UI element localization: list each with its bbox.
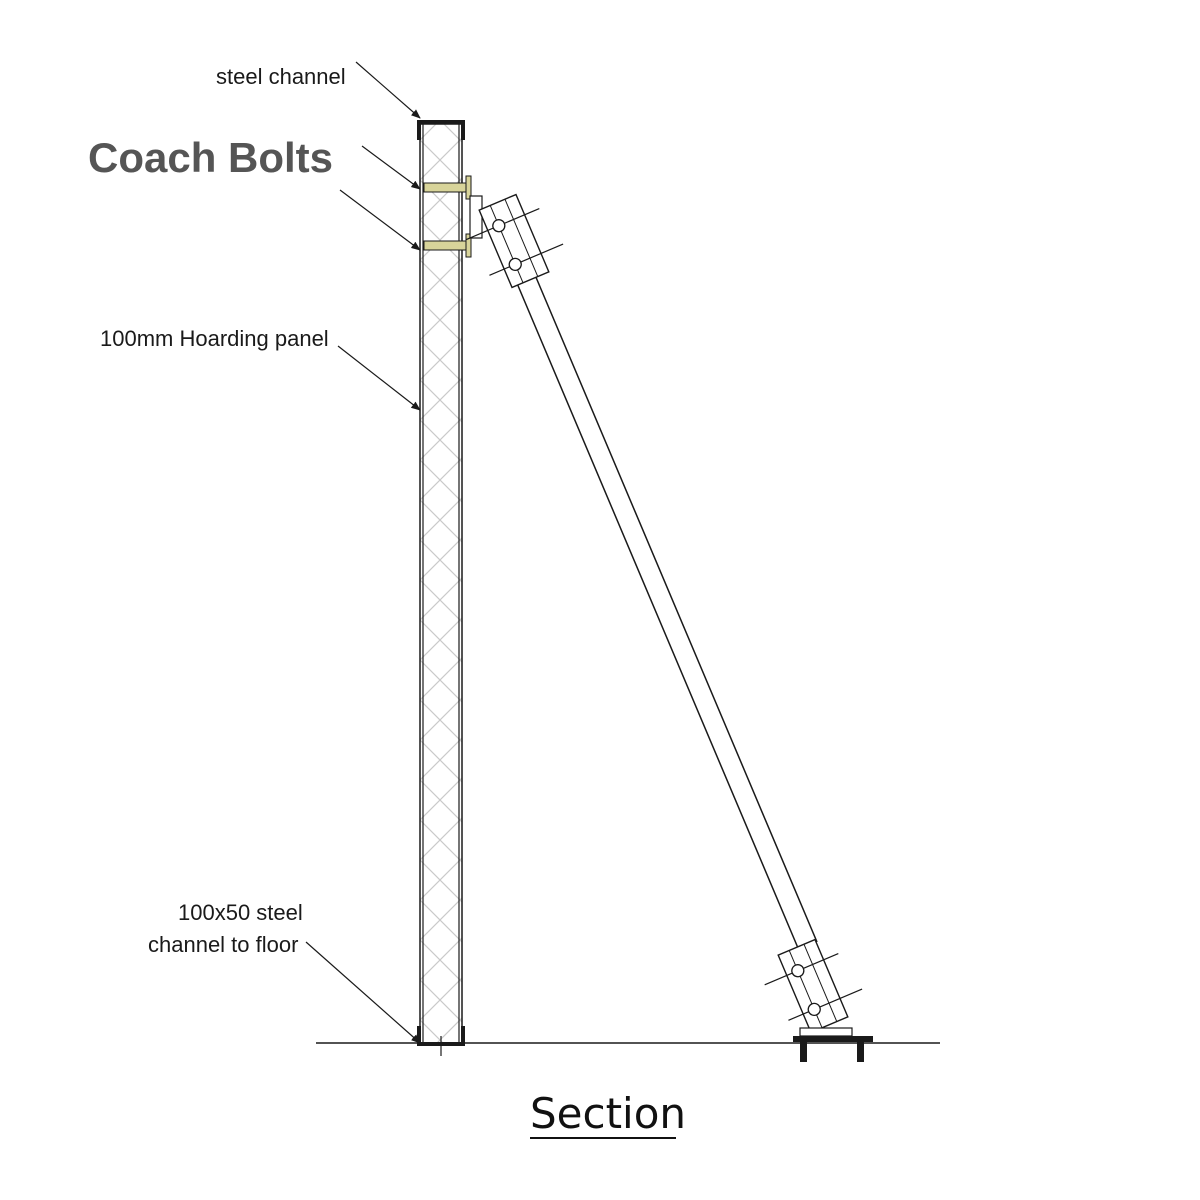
label-floor-channel-line1: 100x50 steel: [178, 900, 303, 925]
upper-clamp: [465, 193, 564, 289]
leader-coach-bolt-upper: [361, 145, 421, 190]
label-floor-channel-line2: channel to floor: [148, 932, 298, 957]
leader-steel-channel: [355, 61, 421, 119]
coach-bolt-upper: [423, 175, 472, 200]
leader-floor-channel: [305, 941, 421, 1044]
leader-hoarding-panel: [337, 345, 421, 411]
coach-bolt-lower: [423, 233, 472, 258]
base-foot: [793, 1027, 873, 1062]
diagonal-brace: [507, 255, 818, 949]
top-steel-channel: [417, 120, 465, 140]
hoarding-panel: [419, 123, 463, 1045]
lower-clamp: [764, 938, 863, 1034]
section-title: Section: [530, 1089, 686, 1138]
label-steel-channel: steel channel: [216, 64, 346, 89]
wall-bracket-plate: [469, 195, 483, 239]
label-hoarding-panel: 100mm Hoarding panel: [100, 326, 329, 351]
leader-coach-bolt-lower: [339, 189, 421, 251]
label-coach-bolts: Coach Bolts: [88, 134, 333, 181]
